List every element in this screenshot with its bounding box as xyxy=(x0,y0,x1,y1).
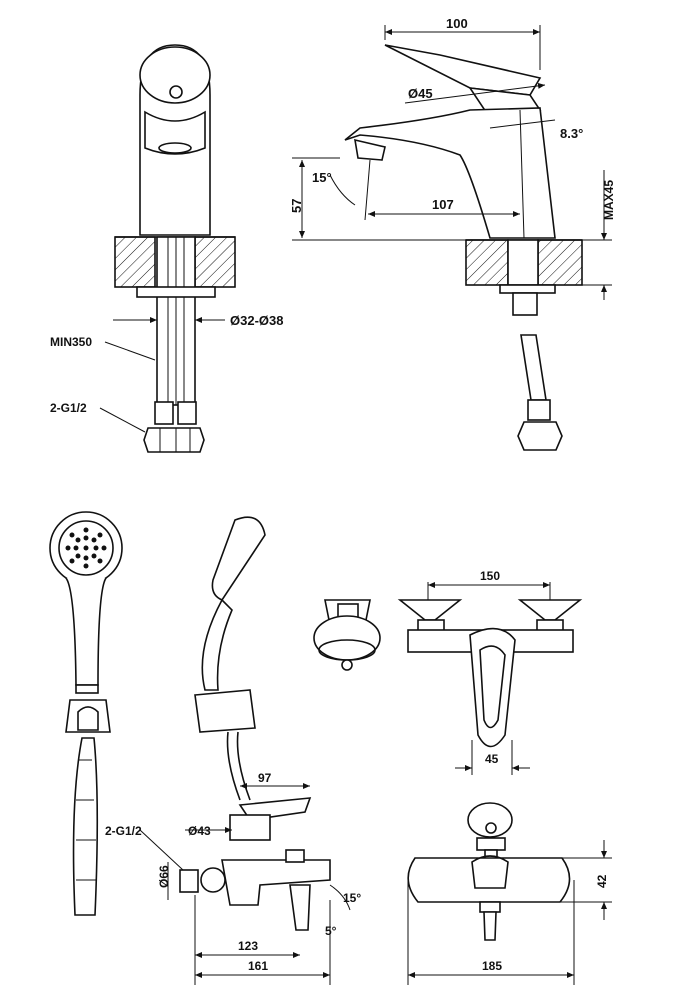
basin-min-hose-label: MIN350 xyxy=(50,335,92,349)
basin-height-label: 57 xyxy=(289,199,304,213)
shower-handle-width-label: 45 xyxy=(485,752,499,766)
shower-centres-label: 150 xyxy=(480,569,500,583)
front-width-label: 185 xyxy=(482,959,502,973)
hand-shower-set xyxy=(49,511,123,916)
basin-diameter-label: Ø45 xyxy=(408,86,433,101)
basin-mixer-side-view: 100 Ø45 8.3° 15° 57 107 MAX45 xyxy=(289,16,616,451)
basin-spout-angle-label: 15° xyxy=(312,170,332,185)
basin-tilt-label: 8.3° xyxy=(560,126,583,141)
bath-mixer-side-view: 97 2-G1/2 Ø43 Ø66 15° 5° 123 161 xyxy=(105,516,361,985)
shower-mixer-end-view xyxy=(313,599,381,671)
basin-width-label: 100 xyxy=(446,16,468,31)
basin-reach-label: 107 xyxy=(432,197,454,212)
basin-connection-label: 2-G1/2 xyxy=(50,401,87,415)
basin-hole-label: Ø32-Ø38 xyxy=(230,313,283,328)
bath-diameter-label: Ø43 xyxy=(188,824,211,838)
bath-reach-label: 123 xyxy=(238,939,258,953)
bath-connection-label: 2-G1/2 xyxy=(105,824,142,838)
bath-angle-small-label: 5° xyxy=(325,924,337,938)
bath-length-label: 97 xyxy=(258,771,272,785)
basin-max-deck-label: MAX45 xyxy=(602,180,616,220)
bath-total-label: 161 xyxy=(248,959,268,973)
bath-spout-angle-label: 15° xyxy=(343,891,361,905)
bath-flange-label: Ø66 xyxy=(157,865,171,888)
shower-mixer-top-view: 150 45 xyxy=(397,569,583,775)
front-height-label: 42 xyxy=(595,874,609,888)
shower-mixer-front-view: 42 185 xyxy=(407,802,612,985)
basin-mixer-front-view: Ø32-Ø38 MIN350 2-G1/2 xyxy=(50,44,283,453)
